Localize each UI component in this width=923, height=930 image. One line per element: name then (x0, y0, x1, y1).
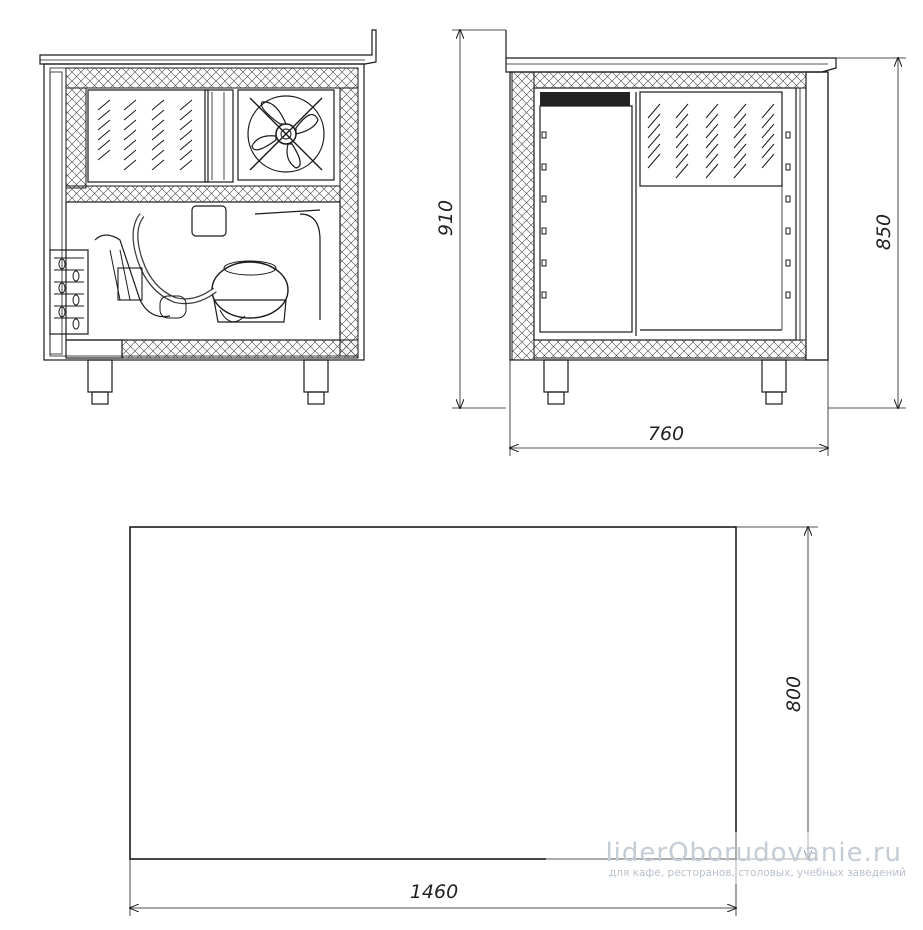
fan-icon (247, 95, 325, 173)
watermark: liderOborudovanie.ru для кафе, ресторано… (546, 832, 916, 884)
evaporator-fins (97, 99, 193, 171)
dim-1460-label: 1460 (410, 881, 458, 903)
compressor (94, 205, 321, 323)
top-plan-view (129, 526, 737, 860)
dimension-lines-upper (452, 30, 906, 456)
side-section-view (39, 29, 377, 405)
dim-850-label: 850 (873, 214, 895, 250)
watermark-tagline: для кафе, ресторанов, столовых, учебных … (609, 867, 906, 879)
dim-800-label: 800 (783, 676, 805, 712)
front-section-view (505, 30, 837, 405)
watermark-site: liderOborudovanie.ru (605, 838, 902, 868)
dim-910-label: 910 (435, 200, 457, 236)
dim-760-label: 760 (648, 423, 684, 445)
